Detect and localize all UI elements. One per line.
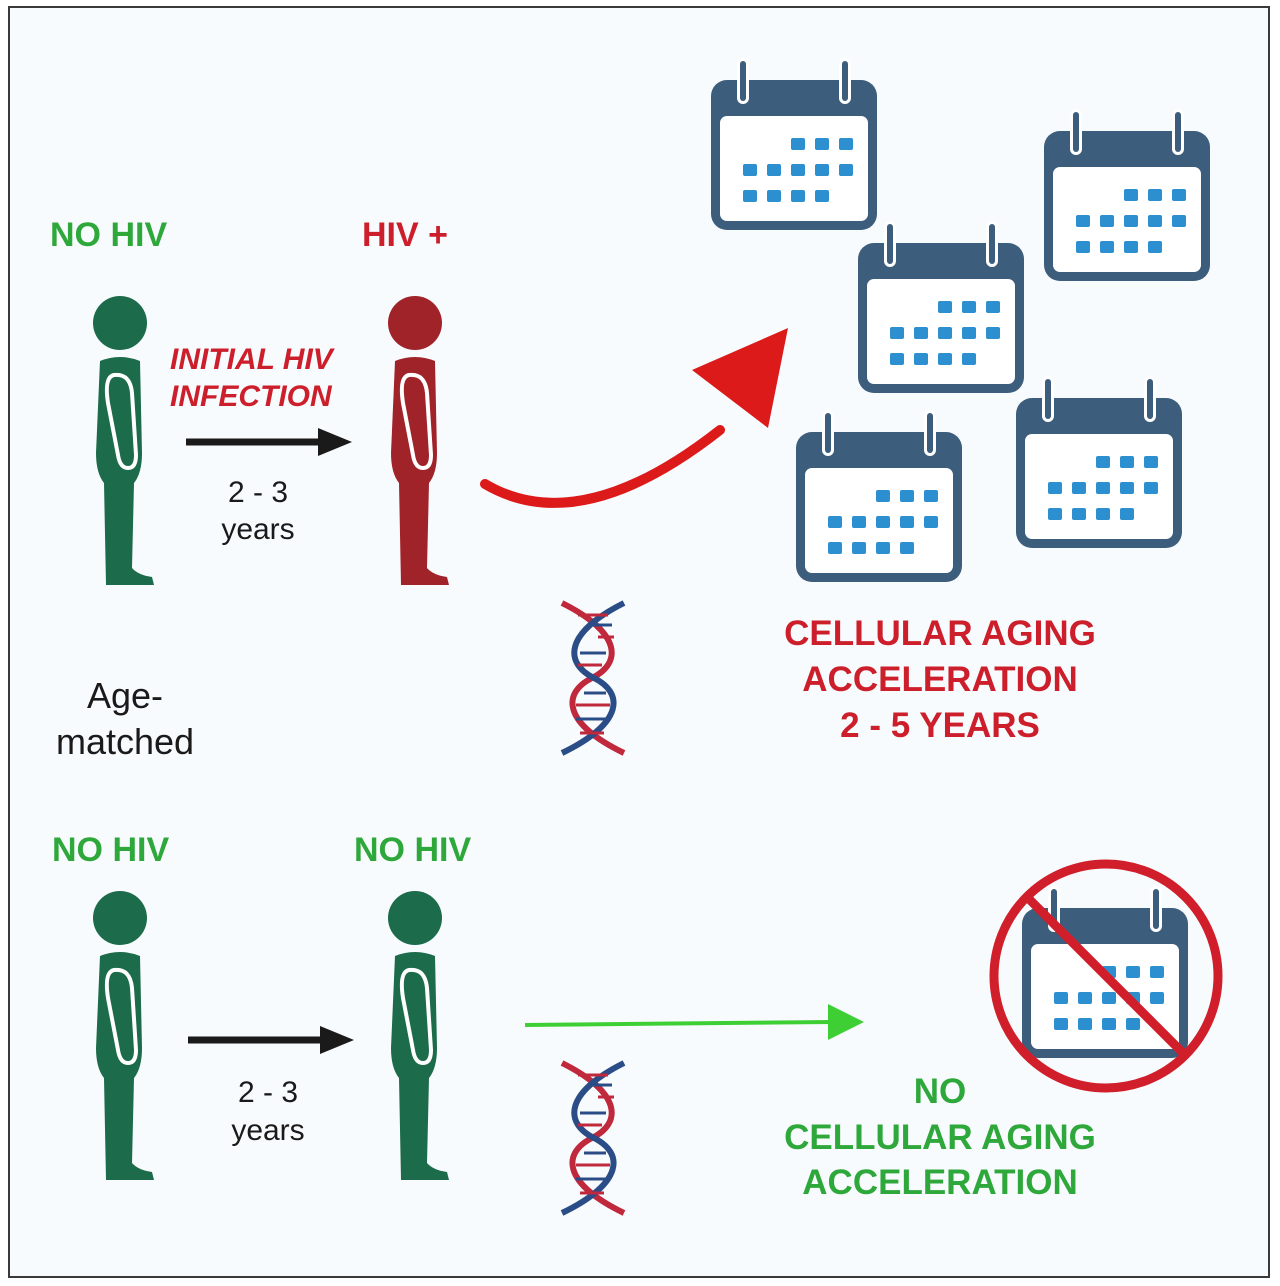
age-matched-line2: matched <box>55 721 195 762</box>
no-aging-line3: ACCELERATION <box>802 1163 1078 1202</box>
top-interval-line1: 2 - 3 <box>227 476 289 509</box>
bottom-right-status-label: NO HIV <box>354 831 472 869</box>
outcome-line2: ACCELERATION <box>802 660 1078 699</box>
no-aging-calendar-icon <box>989 859 1223 1093</box>
calendar-icon <box>711 58 877 230</box>
bottom-time-arrow <box>188 1026 354 1054</box>
person-no-hiv-bottom-right <box>386 889 451 1182</box>
bottom-left-status-label: NO HIV <box>52 831 170 869</box>
age-matched-line1: Age- <box>86 675 164 716</box>
dna-icon <box>562 1063 624 1213</box>
infection-label-line2: INFECTION <box>170 380 332 413</box>
no-aging-line2: CELLULAR AGING <box>784 1118 1096 1157</box>
person-hiv-positive <box>386 294 451 587</box>
bottom-interval-line2: years <box>231 1114 305 1147</box>
calendar-icon <box>796 410 962 582</box>
infection-label-line1: INITIAL HIV <box>170 343 333 376</box>
bottom-interval-line1: 2 - 3 <box>237 1076 299 1109</box>
top-time-arrow <box>186 428 352 456</box>
top-right-status-label: HIV + <box>362 216 448 254</box>
person-no-hiv-bottom-left <box>91 889 156 1182</box>
red-acceleration-arrow <box>480 328 788 508</box>
calendar-icon <box>1016 376 1182 548</box>
outcome-line3: 2 - 5 YEARS <box>840 706 1040 745</box>
top-interval-line2: years <box>221 513 295 546</box>
calendar-icon <box>858 221 1024 393</box>
green-stable-arrow <box>524 1004 864 1040</box>
no-aging-line1: NO <box>913 1072 967 1111</box>
person-no-hiv-top <box>91 294 156 587</box>
calendar-icon <box>1044 109 1210 281</box>
outcome-line1: CELLULAR AGING <box>784 614 1096 653</box>
dna-icon <box>562 603 624 753</box>
top-left-status-label: NO HIV <box>50 216 168 254</box>
